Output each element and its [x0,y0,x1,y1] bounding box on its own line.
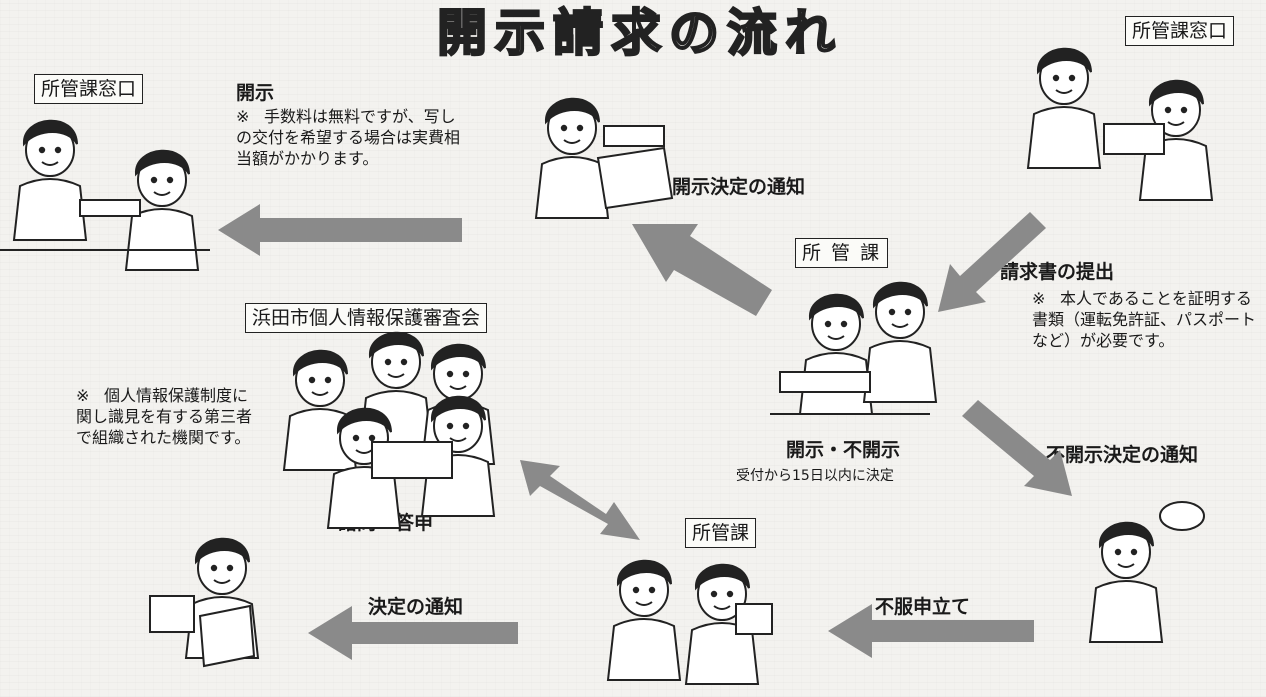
arrow-request-down-left [938,212,1046,312]
arrow-disclose-left [218,204,462,256]
committee-note-text: 個人情報保護制度に関し識見を有する第三者で組織された機関です。 [76,386,253,447]
nondisclosure-notice-label: 不開示決定の通知 [1046,444,1199,466]
arrow-decision-notice-left [308,606,518,660]
request-note-mark: ※ [1032,289,1046,308]
dept-bottom-label: 所管課 [685,518,757,548]
disclosure-decision-notice-label: 開示決定の通知 [672,176,806,198]
committee-label: 浜田市個人情報保護審査会 [245,303,488,333]
scene-dept-center [770,281,937,415]
scene-nondisclosure-person [1089,501,1205,643]
office-right-label: 所管課窓口 [1125,16,1235,46]
scene-office-right [1027,47,1213,201]
disclosure-note: ※手数料は無料ですが、写しの交付を希望する場合は実費相当額がかかります。 [236,106,468,169]
disclosure-note-text: 手数料は無料ですが、写しの交付を希望する場合は実費相当額がかかります。 [236,107,461,168]
request-note: ※本人であることを証明する書類（運転免許証、パスポートなど）が必要です。 [1032,288,1258,351]
decide-sublabel: 受付から15日以内に決定 [736,468,894,484]
office-left-label: 所管課窓口 [34,74,144,104]
objection-label: 不服申立て [875,596,971,618]
committee-note: ※個人情報保護制度に関し識見を有する第三者で組織された機関です。 [76,385,258,448]
scene-dept-bottom [607,559,773,685]
decide-label: 開示・不開示 [786,439,901,461]
arrow-consult-bidirectional [520,460,640,540]
arrow-decision-up-left [632,224,772,316]
scene-receive-notice [535,97,674,219]
request-note-text: 本人であることを証明する書類（運転免許証、パスポートなど）が必要です。 [1032,289,1257,350]
arrow-nondisclosure-down-right [962,400,1072,496]
disclosure-label: 開示 [236,82,275,104]
dept-center-label: 所 管 課 [795,238,889,268]
scene-office-left [0,119,210,271]
scene-receive-decision [149,537,259,668]
scene-committee [283,331,495,529]
committee-note-mark: ※ [76,386,90,405]
request-submit-label: 請求書の提出 [1000,261,1115,283]
disclosure-note-mark: ※ [236,107,250,126]
arrow-objection-left [828,604,1034,658]
decision-notice-label: 決定の通知 [368,596,464,618]
page-title: 開示請求の流れ [436,3,843,63]
